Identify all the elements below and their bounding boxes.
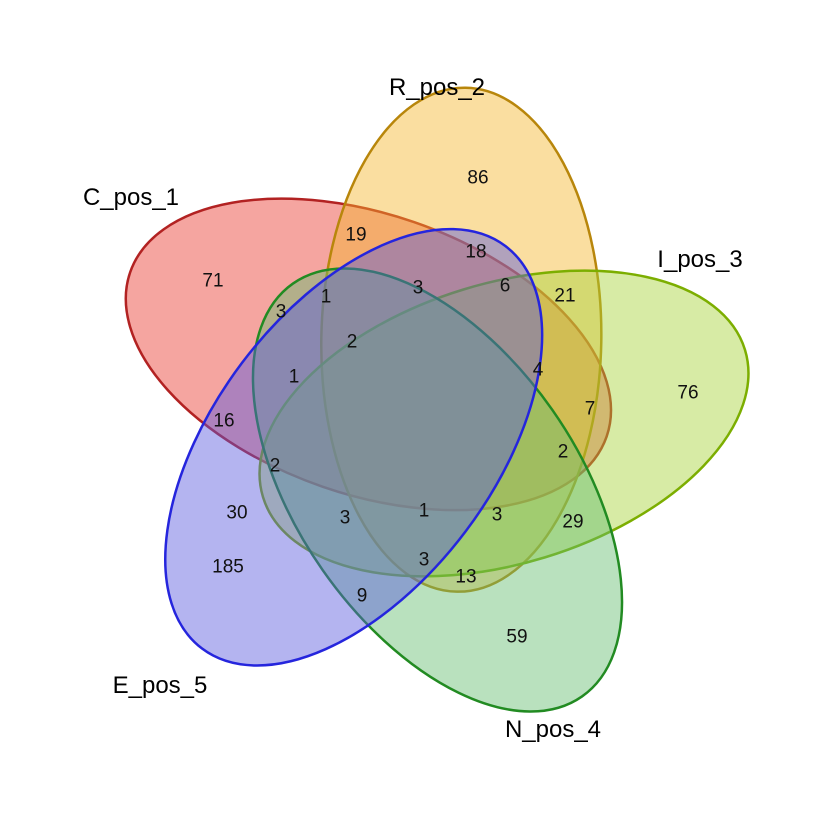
ellipse-N_pos_4	[251, 267, 624, 713]
region-count: 7	[584, 398, 596, 420]
set-label-N_pos_4: N_pos_4	[504, 716, 602, 743]
ellipse-C_pos_1	[124, 197, 613, 512]
region-count: 19	[345, 224, 367, 246]
region-count: 1	[320, 286, 332, 308]
region-count: 3	[412, 277, 424, 299]
region-count: 59	[506, 626, 528, 648]
ellipse-R_pos_2	[320, 86, 603, 593]
region-count: 30	[226, 502, 248, 524]
region-count: 13	[455, 566, 477, 588]
region-count: 185	[212, 556, 244, 578]
region-count: 29	[562, 511, 584, 533]
set-label-C_pos_1: C_pos_1	[82, 184, 180, 211]
region-count: 4	[532, 359, 544, 381]
region-count: 9	[356, 585, 368, 607]
ellipse-I_pos_3	[258, 269, 750, 578]
region-count: 3	[491, 504, 503, 526]
region-count: 3	[275, 301, 287, 323]
region-count: 2	[557, 441, 569, 463]
region-count: 3	[418, 549, 430, 571]
set-label-R_pos_2: R_pos_2	[388, 74, 486, 101]
region-count: 3	[339, 507, 351, 529]
ellipse-E_pos_5	[164, 227, 544, 667]
region-count: 2	[346, 331, 358, 353]
region-count: 71	[202, 270, 224, 292]
region-count: 21	[554, 285, 576, 307]
region-count: 2	[269, 455, 281, 477]
region-count: 18	[465, 241, 487, 263]
region-count: 1	[418, 500, 430, 522]
set-label-I_pos_3: I_pos_3	[657, 246, 743, 273]
region-count: 1	[288, 366, 300, 388]
region-count: 76	[677, 382, 699, 404]
region-count: 86	[467, 167, 489, 189]
set-label-E_pos_5: E_pos_5	[112, 672, 208, 699]
region-count: 16	[213, 410, 235, 432]
region-count: 6	[499, 275, 511, 297]
